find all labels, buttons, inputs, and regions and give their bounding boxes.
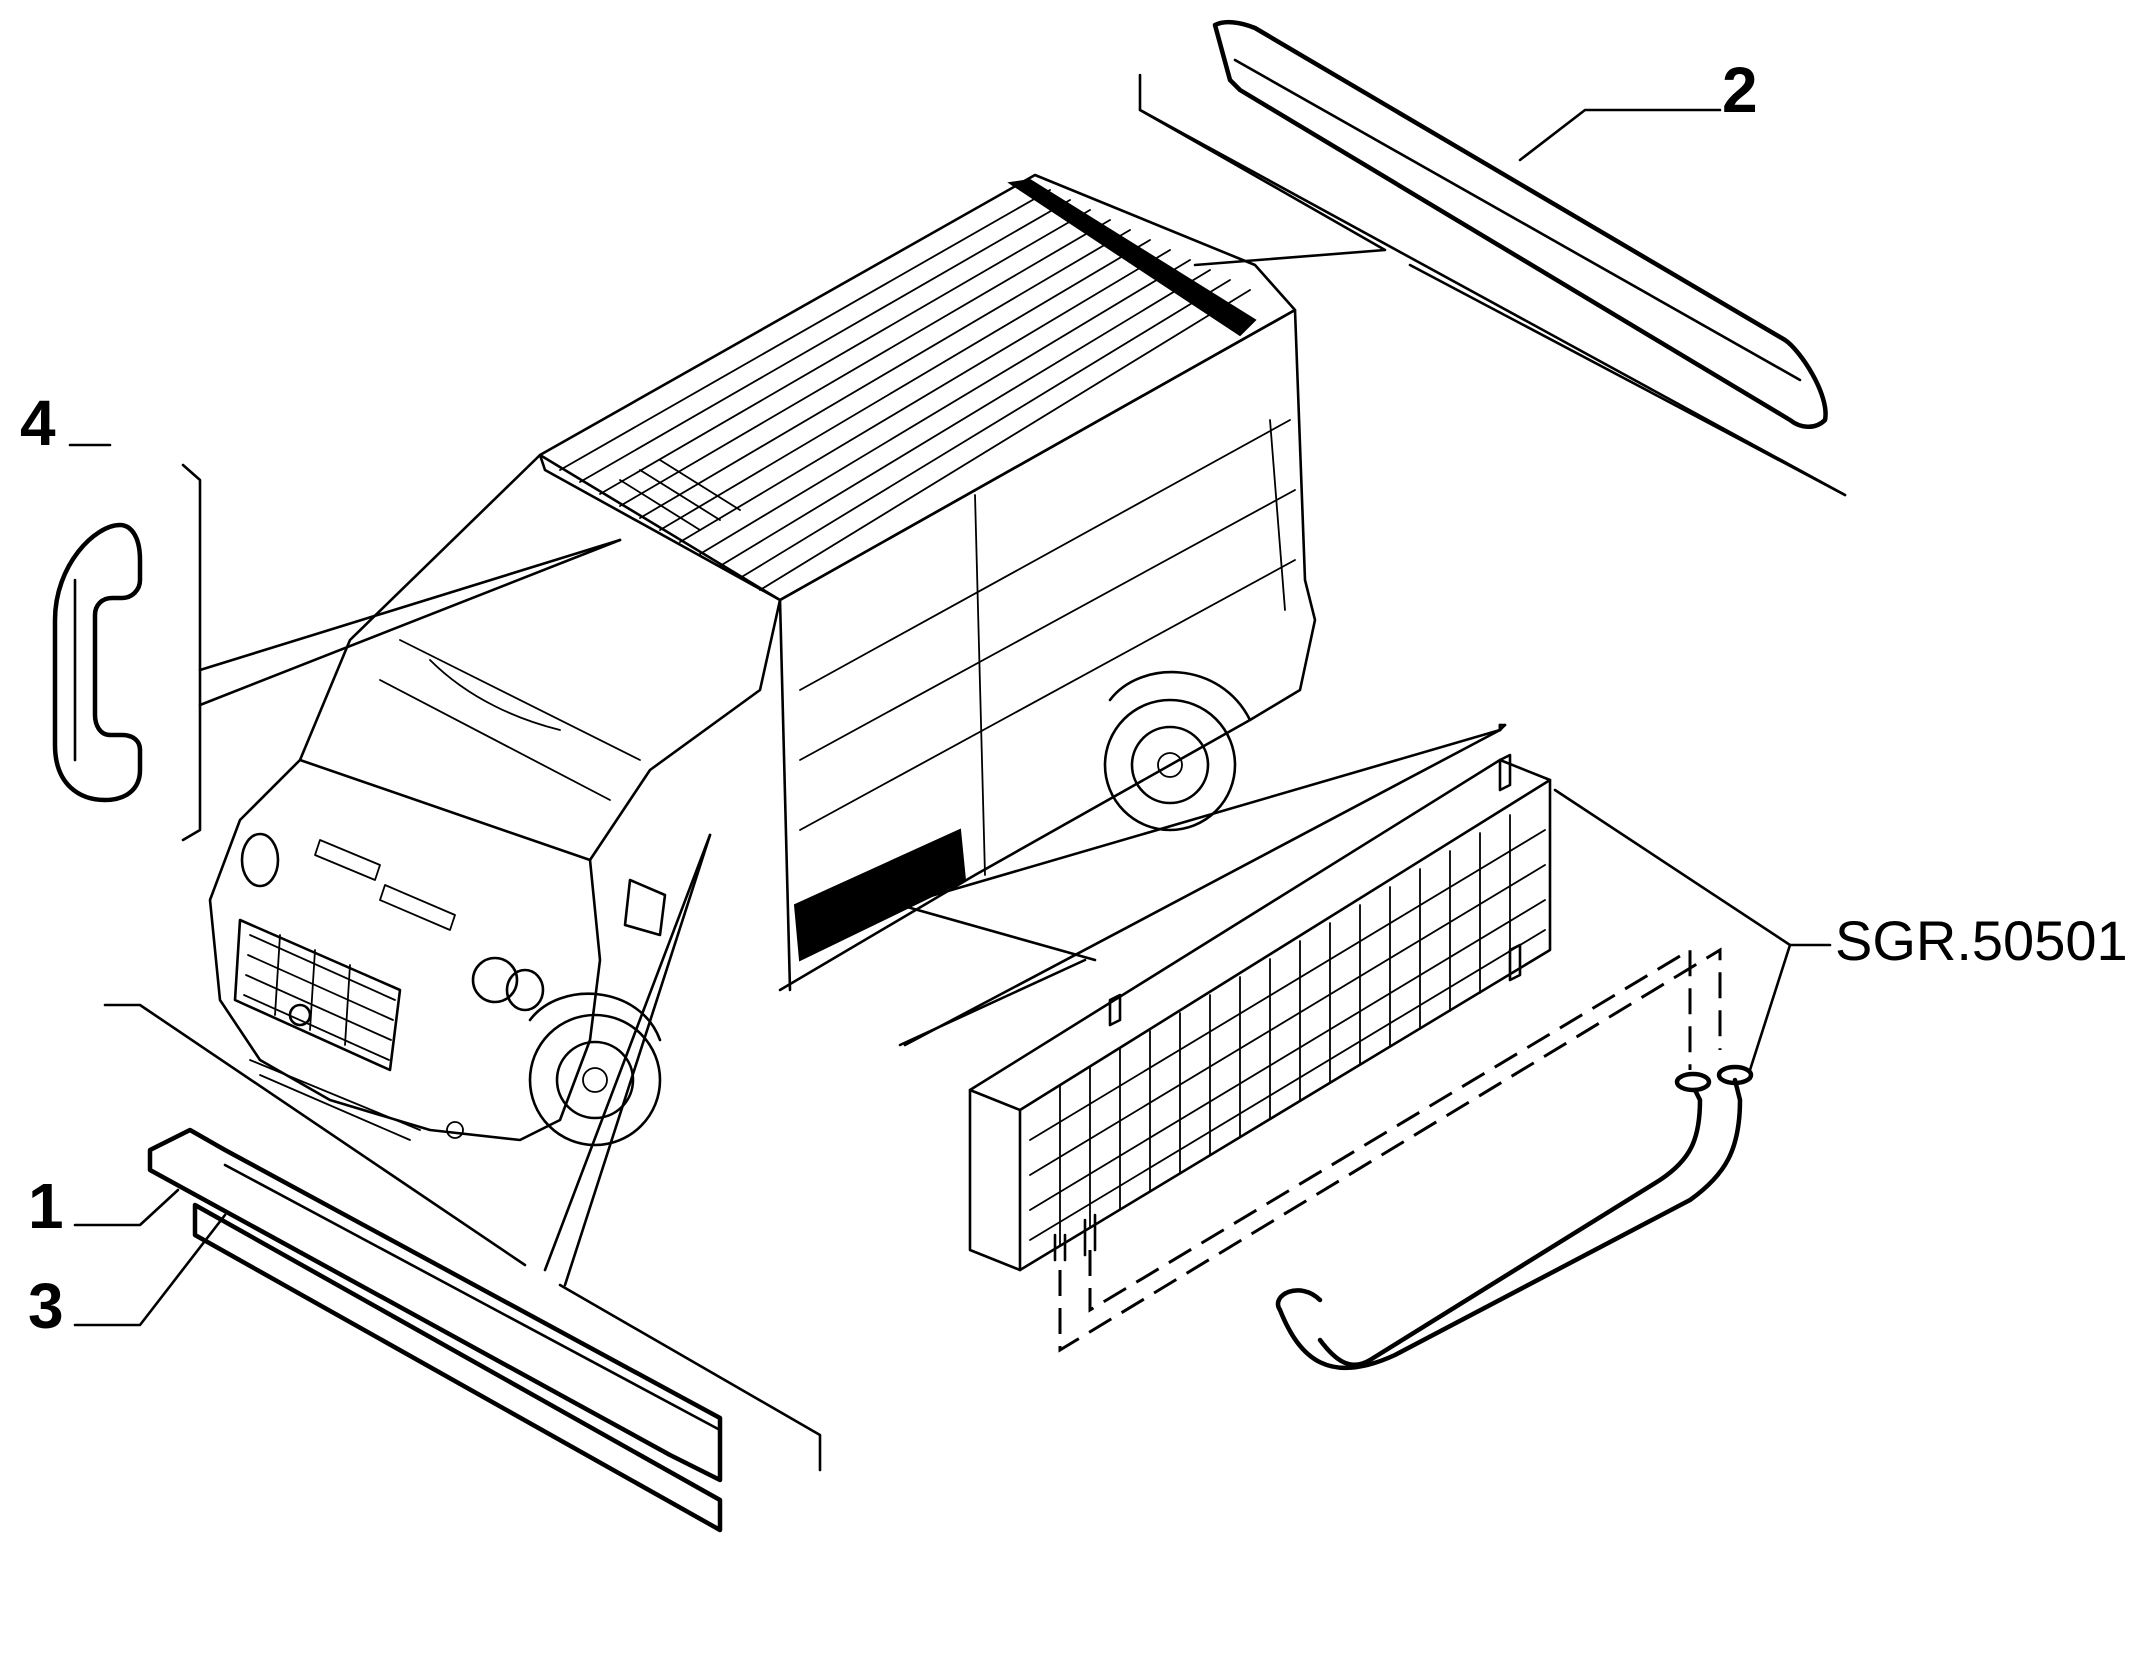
sill-trim-part	[192, 1202, 723, 1533]
callout-label-2: 2	[1722, 54, 1758, 126]
roof-spoiler-part	[1212, 19, 1828, 429]
reference-code: SGR.50501	[1835, 909, 2128, 972]
grab-handle-part	[52, 522, 143, 803]
sill-plate-part	[147, 1127, 723, 1483]
callout-label-3: 3	[28, 1270, 64, 1342]
callout-label-1: 1	[28, 1170, 64, 1242]
leader-lines	[68, 73, 1847, 1472]
van-illustration	[208, 173, 1317, 1147]
callout-label-4: 4	[20, 387, 56, 459]
heater-assembly	[968, 753, 1754, 1371]
